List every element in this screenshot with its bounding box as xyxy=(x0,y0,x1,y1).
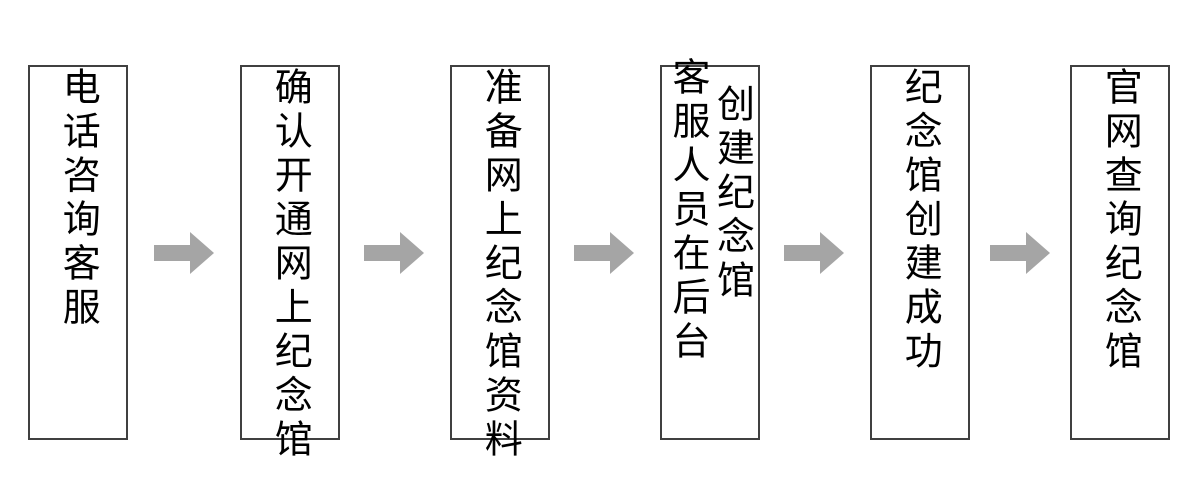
node-label: 官网查询纪念馆 xyxy=(1098,67,1143,375)
node-text-wrap: 官网查询纪念馆 xyxy=(1072,67,1168,438)
node-label: 确认开通网上纪念馆 xyxy=(268,67,313,463)
node-label: 纪念馆创建成功 xyxy=(898,67,943,375)
flow-node-query-memorial-on-official-site[interactable]: 官网查询纪念馆 xyxy=(1070,65,1170,440)
node-text-wrap: 准备网上纪念馆资料 xyxy=(452,67,548,463)
flow-node-prepare-memorial-materials[interactable]: 准备网上纪念馆资料 xyxy=(450,65,550,463)
flow-node-confirm-open-online-memorial[interactable]: 确认开通网上纪念馆 xyxy=(240,65,340,463)
right-arrow-icon xyxy=(574,232,634,274)
node-text-wrap: 创建纪念馆 客服人员在后台 xyxy=(662,57,758,438)
node-text-wrap: 确认开通网上纪念馆 xyxy=(242,67,338,463)
node-text-wrap: 纪念馆创建成功 xyxy=(872,67,968,438)
right-arrow-icon xyxy=(784,232,844,274)
right-arrow-icon xyxy=(364,232,424,274)
flow-node-phone-consult-support[interactable]: 电话咨询客服 xyxy=(28,65,128,440)
flow-node-memorial-created-successfully[interactable]: 纪念馆创建成功 xyxy=(870,65,970,440)
right-arrow-icon xyxy=(154,232,214,274)
node-label-column-1: 创建纪念馆 xyxy=(710,84,755,304)
node-label: 准备网上纪念馆资料 xyxy=(478,67,523,463)
node-text-wrap: 电话咨询客服 xyxy=(30,67,126,438)
node-label-column-2: 客服人员在后台 xyxy=(666,57,710,365)
flow-node-support-staff-creates-memorial[interactable]: 创建纪念馆 客服人员在后台 xyxy=(660,57,760,440)
node-label: 电话咨询客服 xyxy=(56,67,101,331)
right-arrow-icon xyxy=(990,232,1050,274)
